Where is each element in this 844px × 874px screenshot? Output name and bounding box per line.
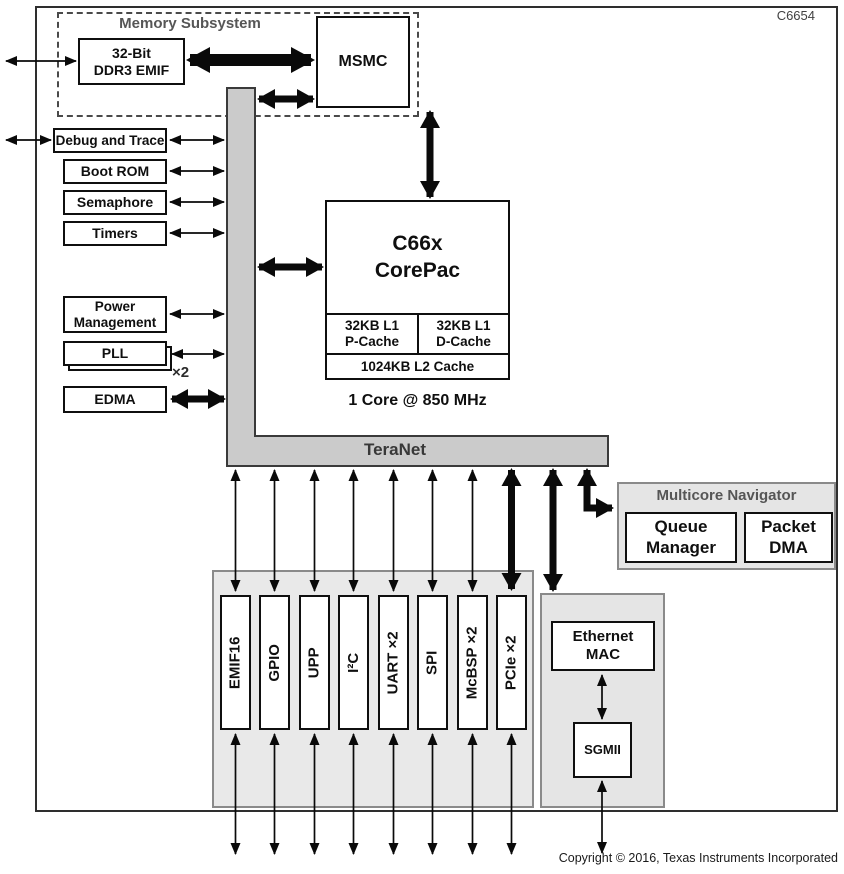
- peripheral-pcie: PCIe ×2: [496, 595, 527, 730]
- chip-label: C6654: [776, 8, 815, 23]
- peripheral-gpio-label: GPIO: [265, 643, 283, 682]
- edma-box: EDMA: [63, 386, 167, 413]
- queue-manager-box: Queue Manager: [625, 512, 737, 563]
- corepac-title: C66x CorePac: [374, 232, 461, 282]
- corepac-l1d-cache: 32KB L1 D-Cache: [419, 313, 508, 353]
- pll-box: PLL: [63, 341, 167, 366]
- sgmii-box: SGMII: [573, 722, 632, 778]
- peripheral-pcie-label: PCIe ×2: [502, 635, 520, 690]
- boot-rom-box: Boot ROM: [63, 159, 167, 184]
- ethernet-mac-box: Ethernet MAC: [551, 621, 655, 671]
- semaphore-box: Semaphore: [63, 190, 167, 215]
- timers-box: Timers: [63, 221, 167, 246]
- peripheral-emif16-label: EMIF16: [226, 636, 244, 689]
- memory-subsystem-title: Memory Subsystem: [119, 15, 261, 32]
- peripheral-uart: UART ×2: [378, 595, 409, 730]
- peripheral-i2c: I²C: [338, 595, 369, 730]
- peripheral-upp: UPP: [299, 595, 330, 730]
- corepac-l2-cache: 1024KB L2 Cache: [327, 353, 508, 378]
- ddr3-emif-box: 32-Bit DDR3 EMIF: [78, 38, 185, 85]
- peripheral-mcbsp: McBSP ×2: [457, 595, 488, 730]
- peripheral-uart-label: UART ×2: [384, 631, 402, 694]
- peripheral-emif16: EMIF16: [220, 595, 251, 730]
- peripheral-i2c-label: I²C: [344, 652, 362, 673]
- peripheral-mcbsp-label: McBSP ×2: [463, 626, 481, 699]
- debug-trace-box: Debug and Trace: [53, 128, 167, 153]
- peripheral-spi: SPI: [417, 595, 448, 730]
- arrow-teranet-navigator: [577, 468, 614, 518]
- multicore-navigator-title: Multicore Navigator: [656, 487, 797, 504]
- teranet-bus: [226, 87, 609, 467]
- copyright-note: Copyright © 2016, Texas Instruments Inco…: [558, 851, 838, 865]
- power-management-box: Power Management: [63, 296, 167, 333]
- peripheral-gpio: GPIO: [259, 595, 290, 730]
- msmc-box: MSMC: [316, 16, 410, 108]
- peripheral-spi-label: SPI: [423, 650, 441, 675]
- packet-dma-box: Packet DMA: [744, 512, 833, 563]
- corepac-l1p-cache: 32KB L1 P-Cache: [327, 313, 419, 353]
- corepac-box: C66x CorePac 32KB L1 P-Cache 32KB L1 D-C…: [325, 200, 510, 380]
- core-frequency-note: 1 Core @ 850 MHz: [348, 392, 487, 409]
- teranet-label: TeraNet: [363, 440, 427, 459]
- pll-count-label: ×2: [172, 364, 190, 381]
- peripheral-upp-label: UPP: [305, 647, 323, 678]
